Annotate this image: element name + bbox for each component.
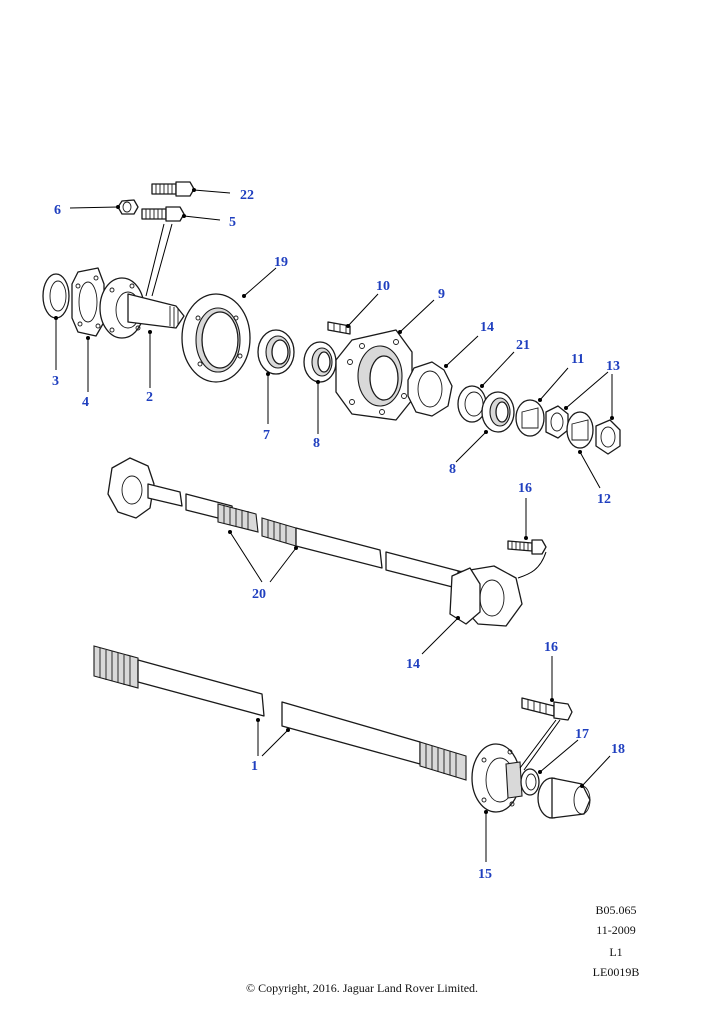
stub-axle-2: [99, 277, 185, 339]
hub-cap-18: [537, 777, 591, 819]
figure-date: 11-2009: [596, 923, 636, 937]
callout-10: 10: [376, 279, 390, 294]
bolt-16-lower: [521, 697, 573, 721]
callout-6: 6: [54, 203, 61, 218]
bearing-7: [257, 329, 295, 375]
nut-6: [117, 199, 139, 215]
gasket-4: [71, 267, 105, 337]
callout-14-top: 14: [480, 320, 494, 335]
callout-18: 18: [611, 742, 625, 757]
callout-3: 3: [52, 374, 59, 389]
lock-washer-12: [566, 411, 594, 449]
callout-21: 21: [516, 338, 530, 353]
callout-9: 9: [438, 287, 445, 302]
callout-13: 13: [606, 359, 620, 374]
callout-5: 5: [229, 215, 236, 230]
callout-2: 2: [146, 390, 153, 405]
gasket-14-top: [407, 361, 453, 417]
callout-7: 7: [263, 428, 270, 443]
stud-10: [327, 321, 351, 335]
leader-lines: [54, 188, 614, 862]
nut-13-right: [595, 419, 621, 455]
callout-15: 15: [478, 867, 492, 882]
backing-plate-19: [181, 293, 251, 383]
callout-8-right: 8: [449, 462, 456, 477]
figure-code: LE0019B: [592, 965, 640, 979]
callout-17: 17: [575, 727, 589, 742]
drive-flange-15: [471, 743, 523, 813]
bearing-8-top: [303, 341, 337, 383]
seal-3: [42, 273, 70, 319]
copyright-notice: © Copyright, 2016. Jaguar Land Rover Lim…: [245, 981, 479, 995]
callout-labels: 22 6 5 19 10 9 14 21 11 13 3 4 2 7 8 8 1…: [52, 188, 625, 882]
callout-1: 1: [251, 759, 258, 774]
bolt-16-middle: [507, 539, 547, 555]
gasket-14-middle: [449, 567, 481, 625]
figure-level: L1: [609, 945, 623, 959]
callout-19: 19: [274, 255, 288, 270]
callout-12: 12: [597, 492, 611, 507]
hub-9: [335, 329, 413, 421]
callout-4: 4: [82, 395, 89, 410]
figure-reference: B05.065: [595, 903, 637, 917]
drive-shaft-20: [107, 457, 523, 627]
bearing-8-right: [481, 391, 515, 433]
callout-8-top: 8: [313, 436, 320, 451]
callout-20: 20: [252, 587, 266, 602]
callout-16-lower: 16: [544, 640, 558, 655]
bolt-5: [141, 206, 185, 222]
washer-11: [515, 399, 545, 437]
half-shaft-1: [93, 645, 467, 781]
callout-22: 22: [240, 188, 254, 203]
circlip-17: [520, 768, 540, 796]
bolt-22: [151, 181, 195, 197]
callout-16-middle: 16: [518, 481, 532, 496]
callout-14-middle: 14: [406, 657, 420, 672]
nut-13-left: [545, 405, 569, 439]
callout-11: 11: [571, 352, 584, 367]
